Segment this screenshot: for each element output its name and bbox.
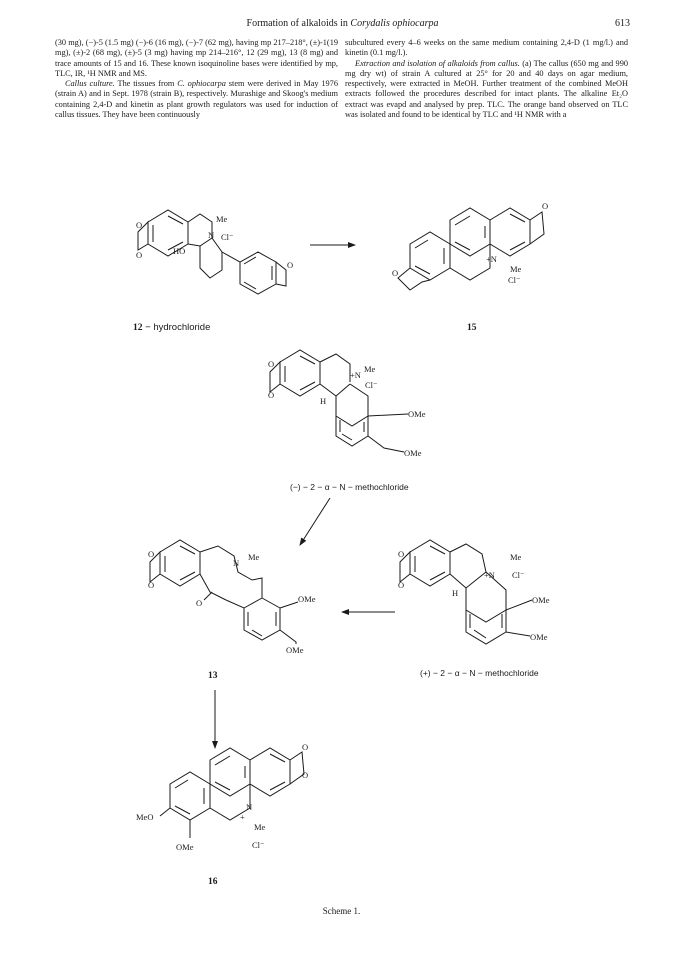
atom-n: N bbox=[208, 230, 214, 240]
label-plus-2-methochloride: (+) − 2 − α − N − methochloride bbox=[420, 668, 539, 678]
structure-15 bbox=[397, 207, 545, 291]
atom-ome: OMe bbox=[176, 842, 194, 852]
left-column: (30 mg), (−)-5 (1.5 mg) (−)-6 (16 mg), (… bbox=[55, 38, 338, 120]
atom-cl: Cl⁻ bbox=[512, 570, 525, 580]
right-column: subcultured every 4–6 weeks on the same … bbox=[345, 38, 628, 120]
running-header: Formation of alkaloids in Corydalis ophi… bbox=[55, 18, 630, 32]
atom-me: Me bbox=[216, 214, 228, 224]
arrow-to-13 bbox=[299, 497, 331, 546]
atom-n: N bbox=[246, 802, 252, 812]
atom-o: O bbox=[302, 770, 308, 780]
label-minus-2-methochloride: (−) − 2 − α − N − methochloride bbox=[290, 482, 409, 492]
atom-me: Me bbox=[364, 364, 376, 374]
paragraph-subculture: subcultured every 4–6 weeks on the same … bbox=[345, 38, 628, 58]
atom-o: O bbox=[148, 580, 154, 590]
atom-o: O bbox=[196, 598, 202, 608]
atom-o: O bbox=[542, 201, 548, 211]
atom-o: O bbox=[398, 549, 404, 559]
atom-me: Me bbox=[510, 264, 522, 274]
label-13: 13 bbox=[208, 671, 218, 681]
structure-13 bbox=[149, 539, 299, 644]
atom-n: N bbox=[233, 558, 239, 568]
atom-cl: Cl⁻ bbox=[252, 840, 265, 850]
atom-cl: Cl⁻ bbox=[508, 275, 521, 285]
atom-me: Me bbox=[254, 822, 266, 832]
atom-n-plus: +N bbox=[350, 370, 361, 380]
label-12: 12 − hydrochloride bbox=[133, 322, 210, 333]
atom-ome: OMe bbox=[286, 645, 304, 655]
structure-16 bbox=[159, 747, 305, 838]
atom-me: Me bbox=[510, 552, 522, 562]
atom-cl: Cl⁻ bbox=[365, 380, 378, 390]
atom-ome: OMe bbox=[404, 448, 422, 458]
label-16: 16 bbox=[208, 877, 218, 887]
scheme-caption: Scheme 1. bbox=[322, 906, 361, 916]
atom-o: O bbox=[148, 549, 154, 559]
atom-o: O bbox=[268, 390, 274, 400]
atom-me: Me bbox=[248, 552, 260, 562]
atom-plus: + bbox=[240, 812, 245, 822]
atom-ho: HO bbox=[173, 246, 185, 256]
structure-plus-2-methochloride bbox=[399, 539, 533, 645]
structure-minus-2-methochloride bbox=[269, 349, 409, 453]
paragraph-callus-culture: Callus culture. The tissues from C. ophi… bbox=[55, 79, 338, 120]
atom-o: O bbox=[136, 220, 142, 230]
paragraph-extraction: Extraction and isolation of alkaloids fr… bbox=[345, 58, 628, 120]
atom-o: O bbox=[392, 268, 398, 278]
atom-o: O bbox=[287, 260, 293, 270]
structure-12 bbox=[137, 209, 287, 295]
label-15: 15 bbox=[467, 323, 477, 333]
atom-o: O bbox=[398, 580, 404, 590]
paragraph-compounds: (30 mg), (−)-5 (1.5 mg) (−)-6 (16 mg), (… bbox=[55, 38, 338, 78]
atom-o: O bbox=[268, 359, 274, 369]
atom-meo: MeO bbox=[136, 812, 153, 822]
atom-h: H bbox=[320, 396, 326, 406]
atom-cl: Cl⁻ bbox=[221, 232, 234, 242]
atom-n-plus: +N bbox=[484, 570, 495, 580]
atom-h: H bbox=[452, 588, 458, 598]
atom-ome: OMe bbox=[532, 595, 550, 605]
atom-ome: OMe bbox=[298, 594, 316, 604]
atom-n-plus: +N bbox=[486, 254, 497, 264]
atom-ome: OMe bbox=[408, 409, 426, 419]
atom-o: O bbox=[136, 250, 142, 260]
atom-o: O bbox=[302, 742, 308, 752]
running-title: Formation of alkaloids in Corydalis ophi… bbox=[246, 18, 439, 29]
atom-ome: OMe bbox=[530, 632, 548, 642]
page-number: 613 bbox=[615, 18, 630, 29]
